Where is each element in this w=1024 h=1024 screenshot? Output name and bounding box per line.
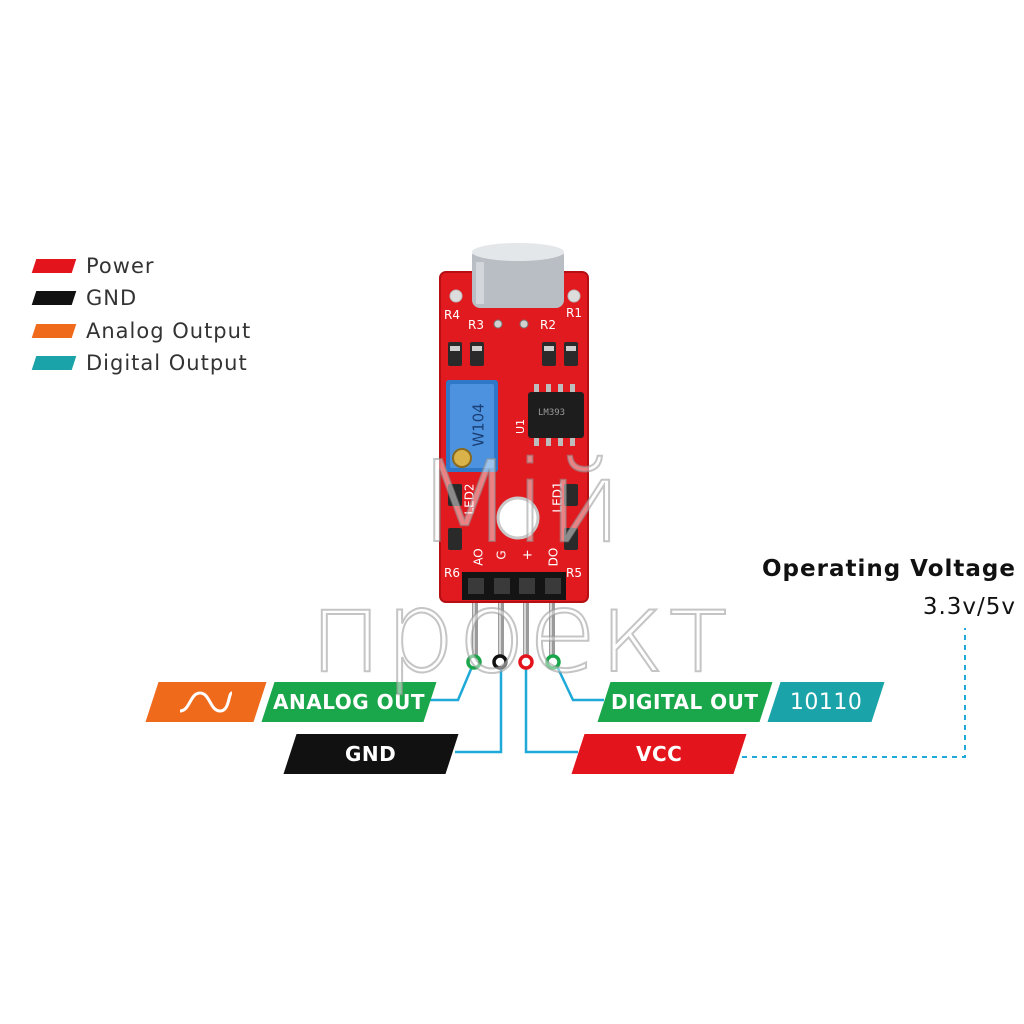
potentiometer-marking: W104 (469, 403, 488, 447)
mounting-hole (496, 496, 540, 540)
label-led2: LED2 (462, 483, 477, 515)
digital-sample-label: 10110 (789, 689, 863, 715)
pin-ring-gnd (492, 654, 508, 670)
label-u1: U1 (514, 418, 528, 435)
u1-chip (528, 384, 584, 446)
label-r1: R1 (566, 306, 582, 320)
legend-label: Analog Output (86, 319, 252, 343)
legend-label: Digital Output (86, 351, 248, 375)
sine-wave-icon (179, 691, 233, 713)
pin-ring-analog (466, 654, 482, 670)
vcc-tag: VCC (571, 734, 747, 774)
operating-voltage-title: Operating Voltage (761, 556, 1016, 582)
legend-item-analog-output: Analog Output (31, 319, 252, 343)
microphone-icon (472, 243, 564, 329)
legend-item-gnd: GND (31, 286, 138, 310)
label-pin-do: DO (546, 547, 561, 567)
header-pins (472, 596, 555, 656)
label-pin-g: G (494, 550, 509, 560)
vcc-label: VCC (635, 742, 683, 766)
digital-sample-tag: 10110 (767, 682, 885, 722)
label-r6: R6 (444, 566, 460, 580)
sensor-board (439, 243, 589, 603)
legend-item-power: Power (31, 254, 155, 278)
gnd-label: GND (345, 742, 397, 766)
legend-label: GND (86, 286, 138, 310)
label-r3: R3 (468, 318, 484, 332)
potentiometer (446, 380, 498, 472)
analog-wave-tag (145, 682, 267, 722)
wire-vcc (524, 668, 578, 754)
label-led1: LED1 (550, 481, 565, 513)
analog-out-label: ANALOG OUT (273, 690, 425, 714)
chip-marking: LM393 (538, 408, 566, 418)
pin-ring-vcc (518, 654, 534, 670)
wire-gnd (455, 668, 503, 754)
voltage-dashed-link (742, 628, 966, 758)
label-pin-ao: AO (471, 548, 486, 566)
legend-item-digital-output: Digital Output (31, 351, 248, 375)
label-r5: R5 (566, 566, 582, 580)
pin-ring-digital (545, 654, 561, 670)
legend-label: Power (86, 254, 155, 278)
operating-voltage-value: 3.3v/5v (922, 594, 1016, 620)
label-pin-plus: + (522, 548, 533, 563)
wire-analog-out (430, 661, 476, 702)
wire-digital-out (553, 661, 604, 702)
digital-out-label: DIGITAL OUT (611, 690, 759, 714)
label-r4: R4 (444, 308, 460, 322)
gnd-tag: GND (283, 734, 459, 774)
analog-out-tag: ANALOG OUT (261, 682, 437, 722)
label-r2: R2 (540, 318, 556, 332)
trim-screw (452, 448, 472, 468)
digital-out-tag: DIGITAL OUT (597, 682, 773, 722)
